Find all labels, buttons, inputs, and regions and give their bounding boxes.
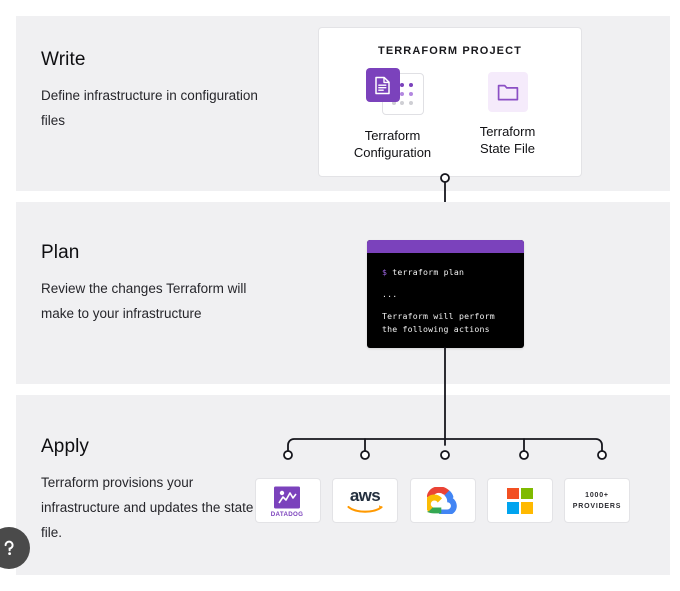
apply-step-text: Apply Terraform provisions your infrastr…: [41, 436, 271, 545]
write-step-title: Write: [41, 49, 86, 70]
tile-label-line2: Configuration: [353, 145, 432, 160]
aws-icon: aws: [347, 485, 383, 514]
provider-card-google-cloud[interactable]: [410, 478, 476, 523]
plan-step-description: Review the changes Terraform will make t…: [41, 280, 247, 321]
svg-text:DATADOG: DATADOG: [271, 511, 303, 518]
terraform-state-file-icon: [487, 72, 528, 112]
terminal-output-line-2: the following actions: [382, 324, 490, 334]
terraform-configuration-icon: [365, 68, 424, 116]
tile-label-terraform-configuration: Terraform Configuration: [341, 127, 445, 161]
apply-step-description: Terraform provisions your infrastructure…: [41, 474, 254, 540]
terminal-command: terraform plan: [392, 267, 465, 277]
provider-card-aws[interactable]: aws: [332, 478, 398, 523]
terminal-prompt-sign: $: [382, 267, 388, 277]
terraform-project-card: TERRAFORM PROJECT Terraform: [318, 27, 582, 177]
tile-label-line1: Terraform: [364, 128, 421, 143]
provider-card-microsoft[interactable]: [487, 478, 553, 523]
tile-terraform-state-file: Terraform State File: [456, 68, 560, 161]
google-cloud-icon: [427, 487, 457, 514]
terraform-plan-terminal: $ terraform plan ... Terraform will perf…: [367, 240, 524, 348]
write-step-description: Define infrastructure in configuration f…: [41, 87, 258, 128]
write-step-text: Write Define infrastructure in configura…: [41, 49, 271, 133]
apply-step-title: Apply: [41, 436, 90, 457]
terminal-body: $ terraform plan ... Terraform will perf…: [367, 253, 524, 336]
terminal-ellipsis: ...: [382, 289, 398, 299]
provider-card-more-providers[interactable]: 1000+ PROVIDERS: [564, 478, 630, 523]
more-providers-word: PROVIDERS: [572, 502, 622, 510]
tile-label-line1: Terraform: [479, 124, 536, 139]
aws-wordmark: aws: [349, 485, 381, 505]
terraform-project-tiles: Terraform Configuration Terraform State …: [319, 68, 581, 161]
terminal-titlebar: [367, 240, 524, 253]
terminal-command-line: $ terraform plan: [382, 266, 524, 279]
datadog-icon: DATADOG: [271, 486, 303, 518]
microsoft-icon: [507, 487, 533, 514]
more-providers-label: 1000+ PROVIDERS: [573, 490, 621, 512]
plan-step-text: Plan Review the changes Terraform will m…: [41, 242, 271, 326]
terraform-project-title: TERRAFORM PROJECT: [378, 45, 522, 57]
provider-card-datadog[interactable]: DATADOG: [255, 478, 321, 523]
document-icon: [365, 68, 400, 102]
plan-step-title: Plan: [41, 242, 80, 263]
tile-label-line2: State File: [480, 141, 535, 156]
folder-icon: [497, 84, 518, 100]
question-mark-icon: [4, 540, 14, 555]
aws-smile-icon: [347, 504, 383, 513]
more-providers-count: 1000+: [585, 491, 609, 499]
plan-step-panel: [16, 202, 670, 384]
tile-label-terraform-state-file: Terraform State File: [456, 123, 560, 157]
tile-terraform-configuration: Terraform Configuration: [341, 68, 445, 161]
terminal-output-line-1: Terraform will perform: [382, 311, 495, 321]
